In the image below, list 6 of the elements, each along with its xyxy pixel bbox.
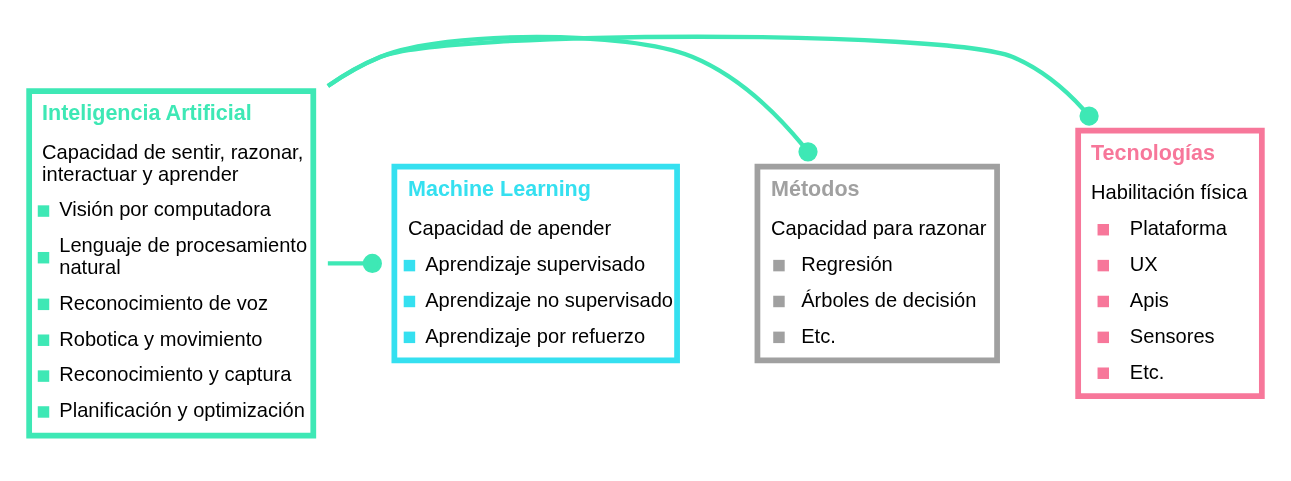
node-box: Tecnologías Habilitación física Plataforma UX Apis Sensores Etc. [1075,127,1265,400]
connector [327,253,382,274]
node-box: Machine Learning Capacidad de apender Aprendizaje supervisado Aprendizaje no supervisado Aprendizaje por refuerzo [391,163,680,364]
node-box: Inteligencia Artificial Capacidad de sentir, razonar, interactuar y aprender Visión por computadora Lenguaje de procesamiento natural Reconocimiento de voz Robotica y movimiento Reconocimiento y captura Planificación y optimización [26,88,317,439]
connector [326,34,1099,126]
node-box: Métodos Capacidad para razonar Regresión Árboles de decisión Etc. [754,163,1000,364]
